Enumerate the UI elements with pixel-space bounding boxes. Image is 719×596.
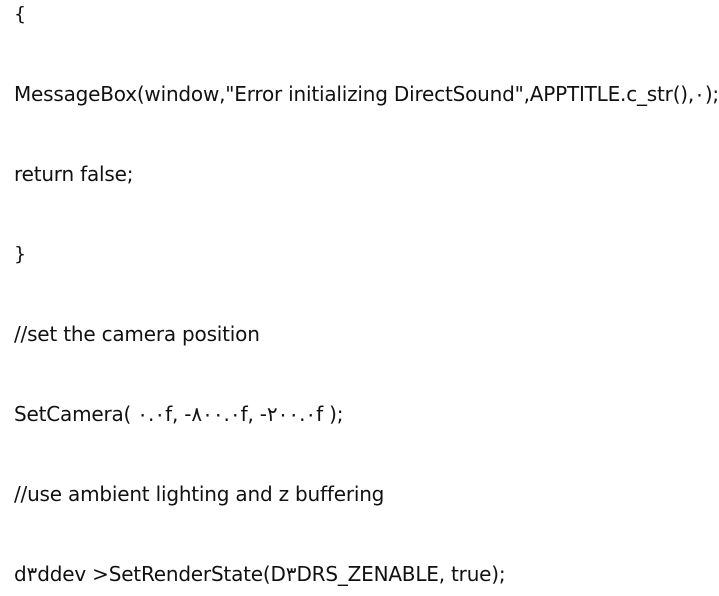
code-line-setrenderstate: d٣ddev >SetRenderState(D٣DRS_ZENABLE, tr… (14, 562, 506, 586)
code-line-open-brace: { (14, 3, 26, 25)
code-comment-camera: //set the camera position (14, 322, 260, 346)
code-line-close-brace: } (14, 243, 26, 265)
code-line-messagebox: MessageBox(window,"Error initializing Di… (14, 82, 719, 106)
code-line-setcamera: SetCamera( ٠.٠f, -٨٠٠.٠f, -٢٠٠.٠f ); (14, 402, 344, 426)
code-comment-lighting: //use ambient lighting and z buffering (14, 482, 385, 506)
code-line-return-false: return false; (14, 162, 134, 186)
